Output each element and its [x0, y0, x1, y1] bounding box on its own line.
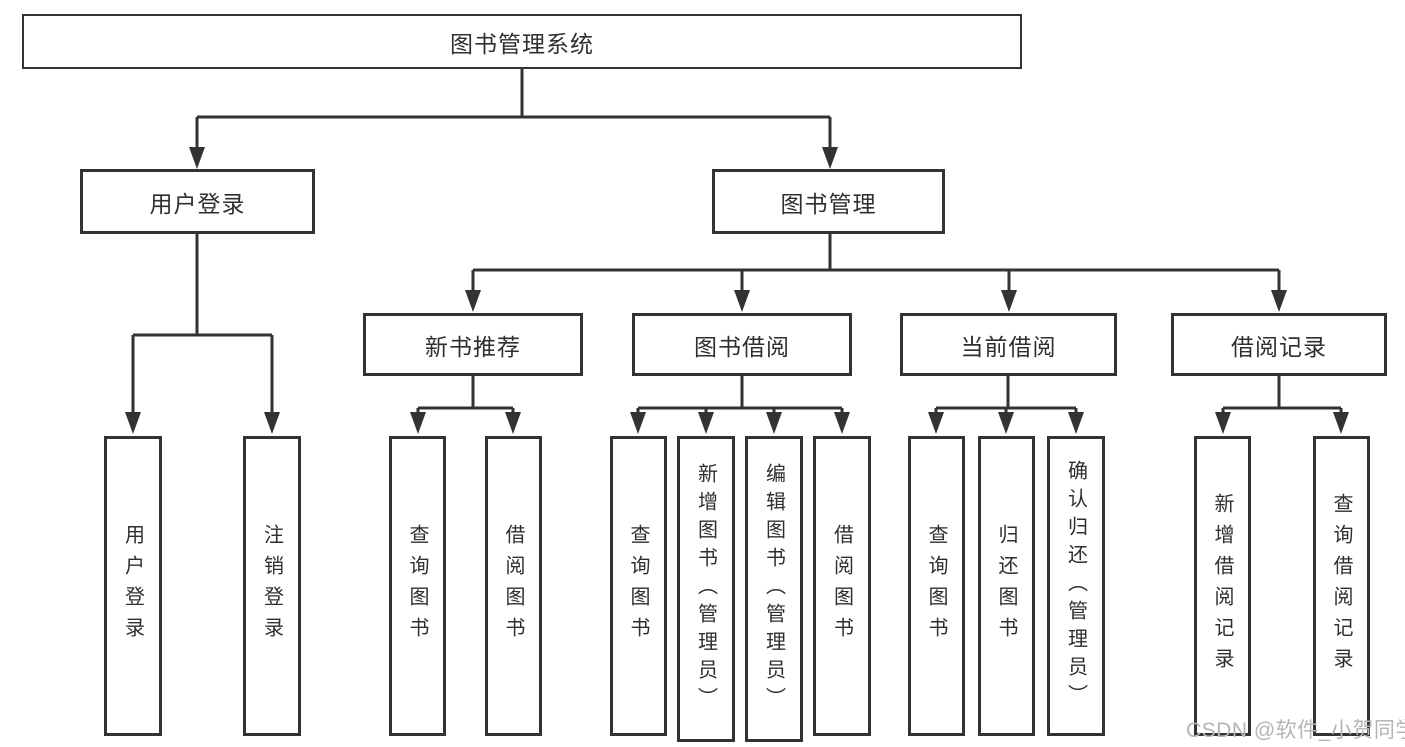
csdn-watermark: CSDN @软件_小贺同学 — [1186, 719, 1405, 742]
node-new-book-recommend: 新书推荐 — [363, 313, 583, 376]
node-borrow-books-recommend-label: 借阅图书 — [502, 524, 524, 648]
node-return-books-label: 归还图书 — [995, 524, 1017, 648]
node-add-borrow-record-label: 新增借阅记录 — [1211, 493, 1233, 679]
node-borrow-books-borrowing: 借阅图书 — [813, 436, 871, 736]
node-add-borrow-record: 新增借阅记录 — [1194, 436, 1251, 736]
connector-paths — [131, 69, 1343, 414]
node-book-borrowing: 图书借阅 — [632, 313, 852, 376]
node-query-books-borrowing: 查询图书 — [610, 436, 667, 736]
node-query-books-borrowing-label: 查询图书 — [627, 524, 649, 648]
node-book-management-label: 图书管理 — [780, 190, 877, 217]
node-query-borrow-record-label: 查询借阅记录 — [1330, 493, 1352, 679]
node-logout: 注销登录 — [243, 436, 301, 736]
node-borrowing-records: 借阅记录 — [1171, 313, 1387, 376]
node-book-borrowing-label: 图书借阅 — [694, 333, 790, 360]
node-login: 用户登录 — [104, 436, 162, 736]
node-query-books-current-label: 查询图书 — [925, 524, 947, 648]
arrowheads — [125, 147, 1349, 434]
node-user-login-label: 用户登录 — [149, 190, 246, 217]
node-login-label: 用户登录 — [121, 524, 144, 648]
node-current-borrowing: 当前借阅 — [900, 313, 1117, 376]
node-logout-label: 注销登录 — [260, 524, 283, 648]
node-user-login: 用户登录 — [80, 169, 315, 234]
node-return-books: 归还图书 — [978, 436, 1035, 736]
node-query-borrow-record: 查询借阅记录 — [1313, 436, 1370, 736]
node-edit-book-admin-label: 编辑图书（管理员） — [762, 463, 785, 715]
node-query-books-recommend-label: 查询图书 — [406, 524, 428, 648]
node-new-book-recommend-label: 新书推荐 — [425, 333, 521, 360]
node-borrowing-records-label: 借阅记录 — [1231, 333, 1327, 360]
node-confirm-return-admin: 确认归还（管理员） — [1047, 436, 1105, 736]
node-query-books-current: 查询图书 — [908, 436, 965, 736]
node-confirm-return-admin-label: 确认归还（管理员） — [1064, 460, 1087, 712]
node-add-book-admin: 新增图书（管理员） — [677, 436, 735, 742]
node-borrow-books-recommend: 借阅图书 — [485, 436, 542, 736]
node-library-system: 图书管理系统 — [22, 14, 1022, 69]
node-book-management: 图书管理 — [712, 169, 945, 234]
node-library-system-label: 图书管理系统 — [450, 30, 594, 57]
node-edit-book-admin: 编辑图书（管理员） — [745, 436, 803, 742]
node-borrow-books-borrowing-label: 借阅图书 — [830, 524, 853, 648]
node-current-borrowing-label: 当前借阅 — [960, 333, 1057, 360]
node-add-book-admin-label: 新增图书（管理员） — [694, 463, 717, 715]
node-query-books-recommend: 查询图书 — [389, 436, 446, 736]
